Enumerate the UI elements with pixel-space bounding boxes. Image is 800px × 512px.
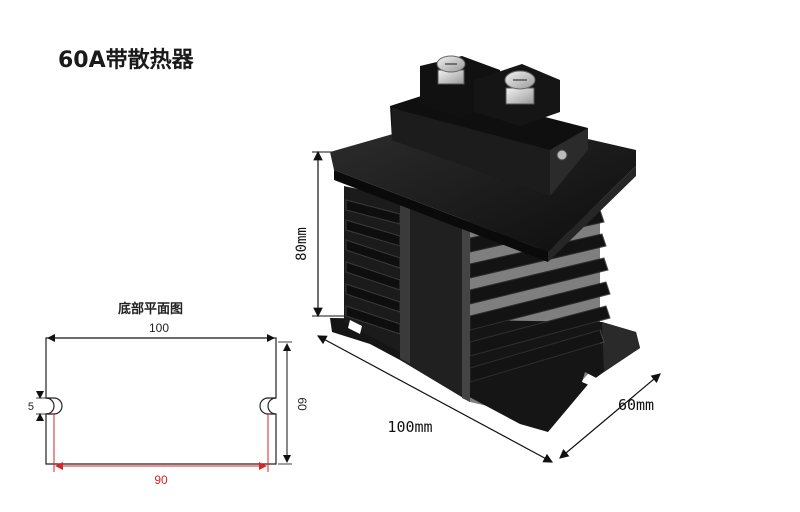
dim-height-label: 60 (295, 397, 309, 411)
right-slot (259, 397, 276, 415)
dim-hole-spacing-label: 90 (154, 473, 168, 487)
height-label: 80mm (294, 227, 310, 261)
dim-width-label: 100 (149, 321, 169, 335)
bottom-plan-title: 底部平面图 (118, 302, 184, 317)
left-slot (46, 397, 63, 415)
plate-outline (45, 337, 277, 465)
product-dimension-lines: 80mm 100mm 60mm (294, 150, 661, 463)
depth-label: 60mm (618, 396, 654, 414)
length-label: 100mm (387, 418, 432, 436)
dim-slot-label: 5 (28, 401, 34, 413)
screw-terminal-left-icon (436, 55, 466, 85)
screw-terminal-right-icon (504, 70, 536, 105)
page-title: 60A带散热器 (58, 48, 194, 73)
heatsink-product-image (330, 55, 640, 432)
control-screw-icon (556, 149, 568, 161)
bottom-plan-drawing: 100 60 5 90 (28, 321, 309, 487)
